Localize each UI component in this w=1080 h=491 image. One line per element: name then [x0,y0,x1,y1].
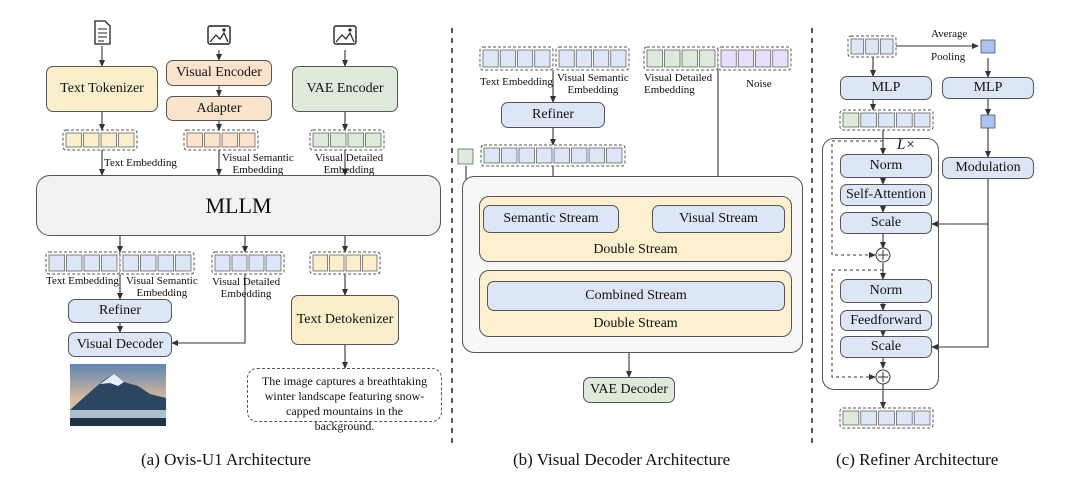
tokens-text-embedding [62,129,138,151]
caption-a: (a) Ovis-U1 Architecture [141,450,311,469]
mlp-box-right: MLP [942,77,1034,99]
label-text-embedding: Text Embedding [104,157,177,169]
norm-box-2: Norm [840,279,932,303]
double-stream-label-1: Double Stream [593,242,678,257]
tokens-b-detailed [643,46,719,71]
adapter-box: Adapter [166,96,272,121]
double-stream-label-2: Double Stream [593,316,678,331]
token-c-pooled-mlp [980,114,996,129]
feedforward-box: Feedforward [840,310,932,331]
tokens-out-detailed [211,251,285,275]
residual-add-2 [875,369,891,385]
scale-box-2: Scale [840,336,932,358]
caption-b: (b) Visual Decoder Architecture [513,450,731,469]
label-b-noise: Noise [746,78,772,90]
token-b-pooled [457,148,474,165]
tokens-out-semantic [119,251,195,275]
label-text-embedding-out: Text Embedding [46,275,119,287]
mllm-box: MLLM [36,175,441,236]
text-tokenizer-box: Text Tokenizer [46,66,158,112]
refiner-box-a: Refiner [68,299,172,323]
label-pooling: Pooling [931,51,966,63]
scale-box-1: Scale [840,212,932,234]
residual-add-1 [875,247,891,263]
repeat-label: L× [897,137,916,153]
tokens-visual-semantic [183,129,259,151]
self-attention-box: Self-Attention [840,184,932,206]
semantic-stream-box: Semantic Stream [483,205,619,233]
label-b-text-embedding: Text Embedding [480,76,553,88]
norm-box-1: Norm [840,154,932,178]
tokens-b-noise [717,46,792,71]
tokens-b-refined [480,144,626,167]
tokens-c-mlp-out [839,109,934,131]
vae-encoder-box: VAE Encoder [292,66,398,112]
output-text-box: The image captures a breathtaking winter… [247,368,442,433]
modulation-box: Modulation [942,157,1034,179]
refiner-layer-panel [822,138,939,390]
visual-encoder-box: Visual Encoder [166,60,272,86]
label-average: Average [931,28,968,40]
refiner-box-b: Refiner [501,102,605,128]
image-icon [207,25,231,45]
text-detokenizer-box: Text Detokenizer [291,295,399,345]
caption-c: (c) Refiner Architecture [836,450,999,469]
tokens-c-input [847,35,897,58]
vae-decoder-box: VAE Decoder [583,377,675,403]
tokens-c-output [839,407,934,429]
visual-stream-box: Visual Stream [652,205,785,233]
visual-decoder-box: Visual Decoder [68,332,172,357]
document-icon [94,20,111,45]
combined-stream-box: Combined Stream [487,281,785,311]
mountain-image [70,364,166,426]
image-icon [333,25,357,45]
tokens-visual-detailed [309,129,385,151]
token-c-pooled [980,39,996,54]
tokens-b-text-embedding [479,46,554,71]
mlp-box-left: MLP [840,76,932,100]
tokens-out-text-detok [309,251,381,275]
tokens-b-semantic [555,46,630,71]
tokens-out-text [45,251,121,275]
token-groups [45,35,996,429]
